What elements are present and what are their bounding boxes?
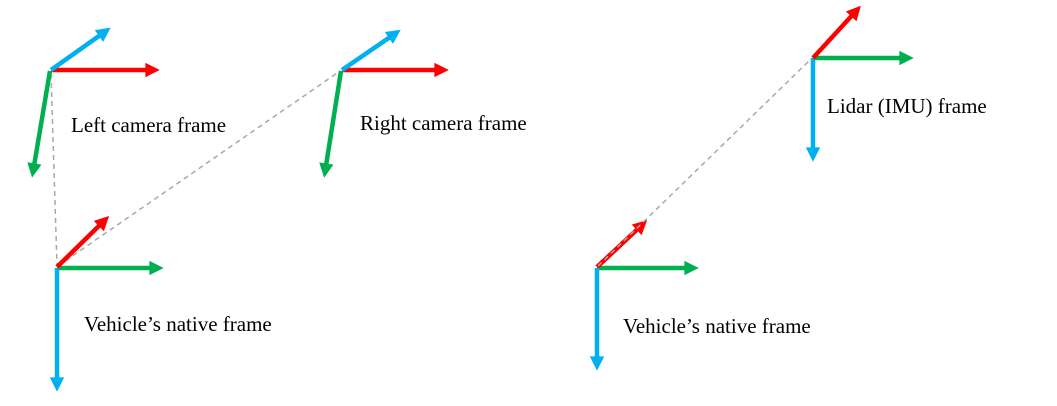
right-camera-frame-label: Right camera frame bbox=[360, 111, 527, 135]
vehicle-native-frame-right-label: Vehicle’s native frame bbox=[623, 314, 811, 338]
left-camera-frame bbox=[27, 27, 160, 178]
lidar-imu-frame-label: Lidar (IMU) frame bbox=[827, 94, 987, 118]
right-camera-green-axis-arrow bbox=[319, 70, 344, 178]
connection-vehicle-to-right-camera bbox=[57, 70, 341, 267]
vehicle-left-red-axis-arrow bbox=[55, 215, 110, 269]
frame-connections bbox=[50, 70, 341, 267]
vehicle-native-frame-left bbox=[49, 215, 164, 392]
lidar-imu-frame bbox=[805, 5, 914, 162]
right-camera-blue-axis-arrow bbox=[340, 29, 401, 72]
lidar-red-axis-arrow bbox=[811, 5, 861, 60]
vehicle-native-frame-left-label: Vehicle’s native frame bbox=[84, 312, 272, 336]
vehicle-native-frame-right bbox=[589, 220, 699, 371]
connection-vehicle-to-lidar bbox=[597, 59, 811, 267]
right-camera-frame bbox=[319, 29, 449, 178]
left-camera-green-axis-arrow bbox=[27, 70, 53, 178]
left-camera-frame-label: Left camera frame bbox=[71, 113, 226, 137]
left-camera-blue-axis-arrow bbox=[49, 27, 111, 72]
connection-left-camera-to-vehicle bbox=[50, 73, 58, 267]
